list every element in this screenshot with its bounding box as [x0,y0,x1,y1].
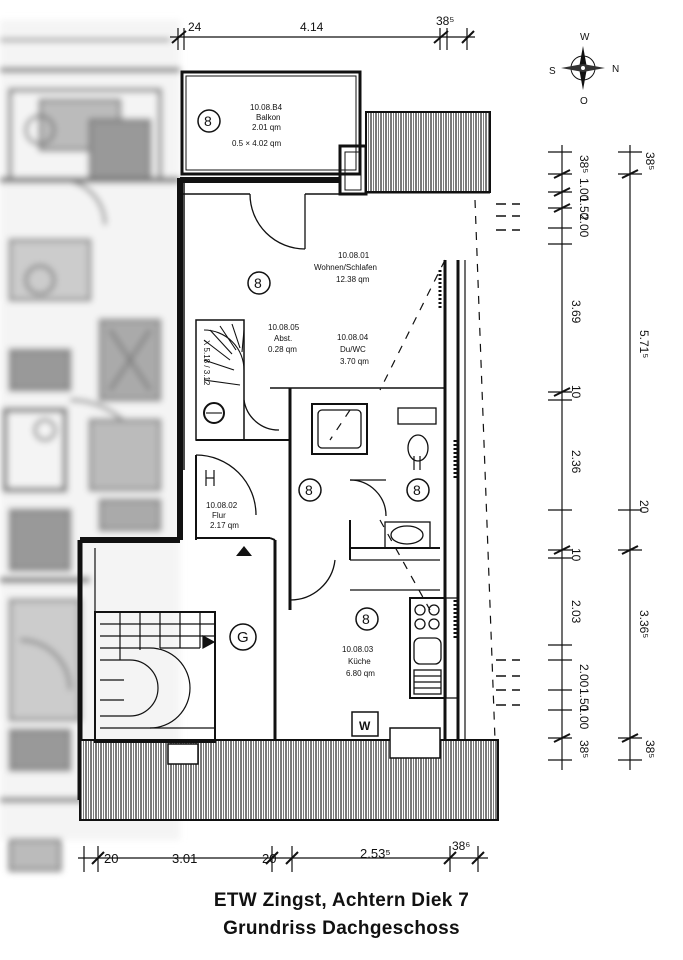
h-markers [205,456,421,486]
caption-subtitle: Grundriss Dachgeschoss [223,918,460,939]
window-ticks [438,203,520,706]
bad-area: 3.70 qm [340,357,369,366]
compass-n: N [612,64,619,75]
balkon-code: 10.08.B4 [250,103,283,112]
dim-right-3: 2.00 [577,214,591,238]
upper-stair [203,323,245,424]
compass-s: S [549,66,556,77]
room-labels: 10.08.B4 Balkon 2.01 qm 0.5 × 4.02 qm 10… [202,103,377,678]
dim-right-outer-1: 5.71⁵ [637,330,651,358]
dim-right-outer-2: 3.36⁵ [637,610,651,638]
dim-top-0: 24 [188,20,202,34]
dim-bottom-4: 38⁶ [452,839,470,853]
abstell-name: Abst. [274,334,292,343]
marker-kueche: 8 [362,611,370,627]
bad-name: Du/WC [340,345,366,354]
compass-w: W [580,32,590,43]
room-markers [197,109,430,651]
wm-label: W [359,719,371,733]
dim-bottom-0: 20 [104,851,118,866]
stair-note: X 5.18 / 3.12 [202,340,211,386]
kueche-area: 6.80 qm [346,669,375,678]
marker-g: G [237,629,249,646]
kueche-code: 10.08.03 [342,645,374,654]
balkon-area: 2.01 qm [252,123,281,132]
dim-right-7: 20 [637,500,651,514]
doors [195,193,387,601]
dim-right-6: 2.36 [569,450,583,474]
bottom-dimension [78,846,488,872]
compass-o: O [580,96,588,107]
slope-lines [329,199,496,741]
right-dimension-lines [548,145,642,770]
entry-arrow-icon [236,546,252,556]
abstell-area: 0.28 qm [268,345,297,354]
wohnen-area: 12.38 qm [336,275,370,284]
balkon-extra: 0.5 × 4.02 qm [232,139,281,148]
dim-right-2: 1.50 [577,196,591,220]
dim-right-1: 1.00 [577,178,591,202]
flur-name: Flur [212,511,226,520]
kueche-name: Küche [348,657,371,666]
dim-right-11: 1.50 [577,688,591,712]
bottom-wall-gap [167,743,199,765]
abstell-code: 10.08.05 [268,323,300,332]
dim-right-outer-0: 38⁵ [643,152,657,170]
dim-right-9: 2.03 [569,600,583,624]
dim-right-5: 10 [569,385,583,399]
bath-fixtures [311,403,437,549]
dim-right-outer-3: 38⁵ [643,740,657,758]
blurred-neighbor-plan [0,20,180,872]
lower-stair [94,611,216,743]
flur-area: 2.17 qm [210,521,239,530]
floor-plan: 24 4.14 38⁵ N S W O [0,14,657,872]
marker-bad: 8 [413,482,421,498]
marker-wohnen: 8 [254,275,262,291]
dim-top-2: 38⁵ [436,14,454,28]
dim-bottom-3: 2.53⁵ [360,846,391,861]
top-dimension [170,28,475,50]
wohnen-name: Wohnen/Schlafen [314,263,377,272]
bad-code: 10.08.04 [337,333,369,342]
compass-rose-icon [561,46,605,90]
marker-flur: 8 [305,482,313,498]
dim-right-4: 3.69 [569,300,583,324]
balkon-name: Balkon [256,113,280,122]
caption-title: ETW Zingst, Achtern Diek 7 [213,890,470,911]
wohnen-code: 10.08.01 [338,251,370,260]
dim-bottom-2: 20 [262,851,276,866]
roof-hatch-top [365,111,491,193]
bottom-wall-gap-2 [389,727,441,759]
right-dimension-texts: 38⁵ 1.00 1.50 2.00 3.69 10 2.36 20 10 2.… [569,152,657,758]
dim-right-12: 1.00 [577,706,591,730]
marker-balkon: 8 [204,113,212,129]
kitchen-fixtures [351,597,459,737]
dim-right-8: 10 [569,548,583,562]
dim-right-13: 38⁵ [577,740,591,758]
dim-right-0: 38⁵ [577,155,591,173]
dim-bottom-1: 3.01 [172,851,197,866]
dim-top-1: 4.14 [300,20,324,34]
dim-right-10: 2.00 [577,664,591,688]
flur-code: 10.08.02 [206,501,238,510]
